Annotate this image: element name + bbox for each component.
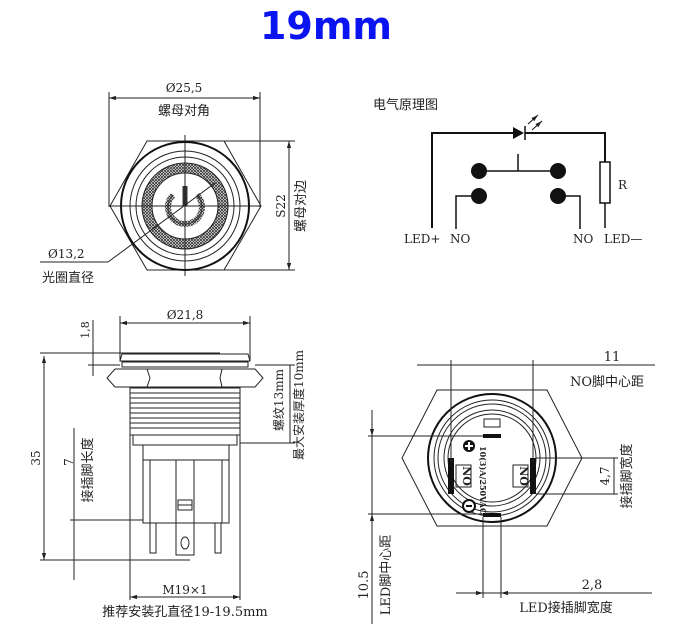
ring-diameter-label: 光圈直径 <box>42 271 94 286</box>
hole-recommend: 推荐安装孔直径19-19.5mm <box>102 605 268 620</box>
no-mark-left: NO <box>460 466 473 486</box>
resistor <box>599 161 611 204</box>
no-pin-left <box>448 458 454 494</box>
led-pin-width-label: LED接插脚宽度 <box>519 600 613 616</box>
led-plus-pin <box>483 434 501 438</box>
nut-diagonal-label: 螺母对角 <box>158 104 210 119</box>
page-title: 19mm <box>259 4 393 48</box>
nut-flat-value: S22 <box>274 194 288 218</box>
led-pitch-value: 10.5 <box>357 571 372 600</box>
total-length-value: 35 <box>29 450 43 465</box>
resistor-label: R <box>618 178 628 192</box>
ring-diameter-value: Ø13,2 <box>48 247 85 261</box>
schematic: 电气原理图 R LED+ NO NO LED— <box>373 97 642 246</box>
pin-width-label: 接插脚宽度 <box>619 443 635 508</box>
head-diameter-value: Ø21,8 <box>167 308 204 322</box>
pin-length-value: 7 <box>62 458 76 466</box>
head-height-value: 1,8 <box>79 321 92 339</box>
nut-diagonal-value: Ø25,5 <box>166 81 203 95</box>
no-pitch-label: NO脚中心距 <box>570 374 644 390</box>
contact-dot <box>550 163 566 179</box>
side-view: Ø21,8 1,8 <box>29 308 306 620</box>
led-plus-label: LED+ <box>404 232 440 246</box>
no-mark-right: NO <box>517 466 530 486</box>
led-minus-label: LED— <box>604 232 642 246</box>
no-pitch-value: 11 <box>604 350 621 365</box>
led-diode-icon <box>513 127 524 139</box>
bottom-view: NO NO 10(3)A/250VAC 11 NO脚中心距 4,7 接插脚宽度 … <box>357 350 655 624</box>
pin-width-value: 4,7 <box>598 466 612 485</box>
max-panel-label: 最大安装厚度10mm <box>291 349 306 460</box>
rating-text: 10(3)A/250VAC <box>478 446 488 514</box>
nut <box>106 368 264 388</box>
contact-dot <box>471 163 487 179</box>
led-pitch-label: LED脚中心距 <box>378 535 394 616</box>
no-left-label: NO <box>450 232 471 246</box>
minus-mark <box>462 499 476 513</box>
led-minus-pin <box>483 513 501 517</box>
top-view: Ø25,5 螺母对角 Ø13,2 光圈直径 S22 螺母对边 <box>40 81 309 286</box>
pin-length-label: 接插脚长度 <box>80 437 96 502</box>
no-pin-right <box>530 458 536 494</box>
nut-flat-label: 螺母对边 <box>294 180 309 232</box>
thread-spec: M19×1 <box>162 583 207 597</box>
schematic-title: 电气原理图 <box>373 97 438 113</box>
thread-length-label: 螺纹13mm <box>272 368 286 431</box>
plus-mark <box>463 440 475 452</box>
led-pin-width-value: 2,8 <box>582 578 603 593</box>
no-right-label: NO <box>573 232 594 246</box>
thread <box>129 387 241 436</box>
switch-body <box>142 444 230 524</box>
